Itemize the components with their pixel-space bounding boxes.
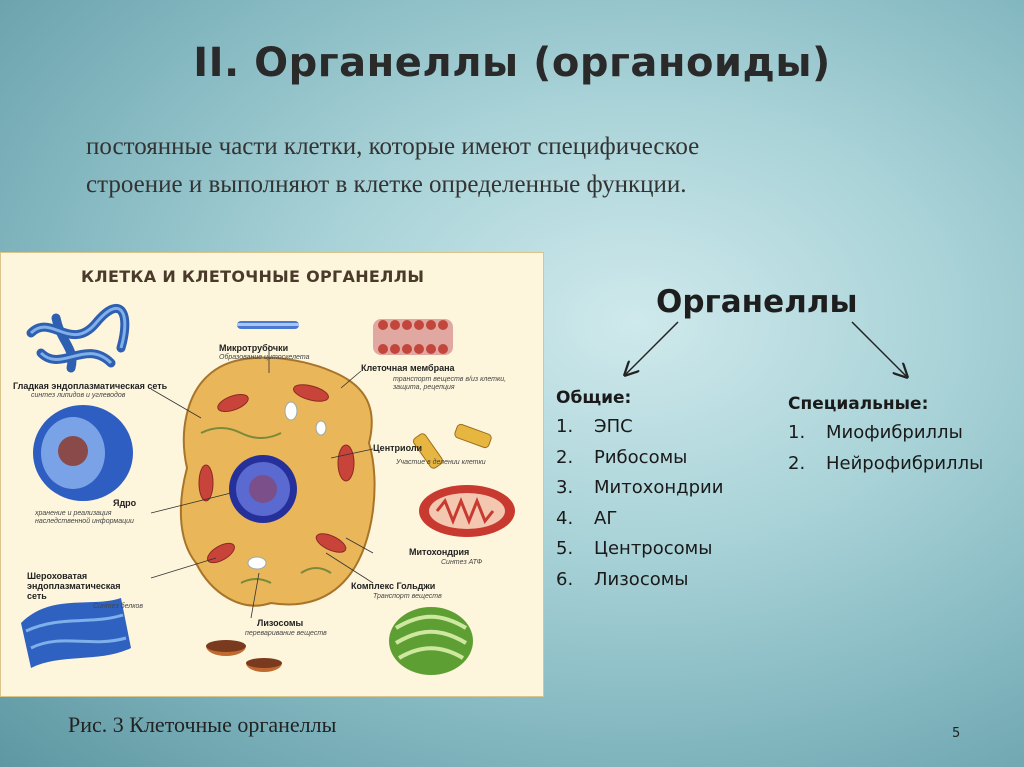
membrane-illustration bbox=[373, 319, 453, 355]
general-heading: Общие: bbox=[556, 388, 632, 408]
label-lysosomes: Лизосомы bbox=[257, 618, 304, 628]
label-rough-er-3: сеть bbox=[27, 591, 47, 601]
note-golgi: Транспорт веществ bbox=[373, 593, 442, 600]
golgi-illustration bbox=[389, 607, 473, 675]
mitochondrion-illustration bbox=[419, 485, 515, 537]
note-smooth-er: синтез липидов и углеводов bbox=[31, 392, 126, 399]
definition-text: постоянные части клетки, которые имеют с… bbox=[86, 128, 966, 204]
label-microtubules: Микротрубочки bbox=[219, 343, 289, 353]
lysosomes-illustration bbox=[206, 640, 282, 672]
rough-er-illustration bbox=[21, 598, 131, 668]
note-microtubules: Образование цитоскелета bbox=[219, 354, 310, 361]
note-mitochondria: Синтез АТФ bbox=[441, 559, 483, 566]
cell-illustration bbox=[21, 304, 515, 675]
label-rough-er-2: эндоплазматическая bbox=[27, 581, 121, 591]
label-smooth-er: Гладкая эндоплазматическая сеть bbox=[13, 381, 168, 391]
cell-organelles-figure: КЛЕТКА И КЛЕТОЧНЫЕ ОРГАНЕЛЛЫ Микротрубоч… bbox=[0, 252, 544, 697]
page-number: 5 bbox=[952, 726, 961, 741]
list-item: 1.Миофибриллы bbox=[788, 422, 963, 443]
definition-line-1: постоянные части клетки, которые имеют с… bbox=[86, 133, 700, 160]
note-lysosomes: переваривание веществ bbox=[245, 630, 327, 637]
main-cell bbox=[179, 356, 376, 607]
special-heading: Специальные: bbox=[788, 394, 929, 414]
label-rough-er-1: Шероховатая bbox=[27, 571, 88, 581]
general-organelles: Общие: 1.ЭПС 2.Рибосомы 3.Митохондрии 4.… bbox=[556, 388, 723, 595]
list-item: 4.АГ bbox=[556, 507, 618, 529]
figure-caption: Рис. 3 Клеточные органеллы bbox=[68, 712, 337, 737]
slide-title: II. Органеллы (органоиды) bbox=[193, 40, 831, 86]
note-centrioles: Участие в делении клетки bbox=[396, 459, 486, 466]
nucleus-illustration bbox=[33, 405, 133, 501]
arrow-to-general bbox=[626, 321, 679, 374]
label-membrane: Клеточная мембрана bbox=[361, 363, 455, 373]
list-item: 3.Митохондрии bbox=[556, 477, 724, 498]
label-centrioles: Центриоли bbox=[373, 443, 423, 453]
label-golgi: Комплекс Гольджи bbox=[351, 581, 436, 591]
special-organelles: Специальные: 1.Миофибриллы 2.Нейрофибрил… bbox=[788, 394, 983, 479]
list-item: 6.Лизосомы bbox=[556, 568, 689, 590]
list-item: 1.ЭПС bbox=[556, 416, 633, 437]
label-nucleus: Ядро bbox=[113, 498, 137, 508]
list-item: 5.Центросомы bbox=[556, 538, 713, 559]
note-membrane-1: транспорт веществ в/из клетки, bbox=[393, 376, 507, 383]
microtubule-illustration bbox=[237, 321, 299, 329]
note-nucleus-1: хранение и реализация bbox=[35, 510, 112, 517]
note-membrane-2: защита, рецепция bbox=[393, 384, 455, 391]
arrow-to-special bbox=[851, 321, 906, 376]
note-nucleus-2: наследственной информации bbox=[35, 518, 134, 525]
definition-line-2: строение и выполняют в клетке определенн… bbox=[86, 171, 687, 198]
organelles-heading: Органеллы bbox=[656, 284, 858, 320]
label-mitochondria: Митохондрия bbox=[409, 547, 470, 557]
list-item: 2.Нейрофибриллы bbox=[788, 452, 984, 474]
centrioles-illustration bbox=[413, 423, 492, 469]
list-item: 2.Рибосомы bbox=[556, 446, 688, 468]
note-rough-er: Синтез белков bbox=[93, 603, 144, 610]
figure-title: КЛЕТКА И КЛЕТОЧНЫЕ ОРГАНЕЛЛЫ bbox=[81, 267, 425, 286]
